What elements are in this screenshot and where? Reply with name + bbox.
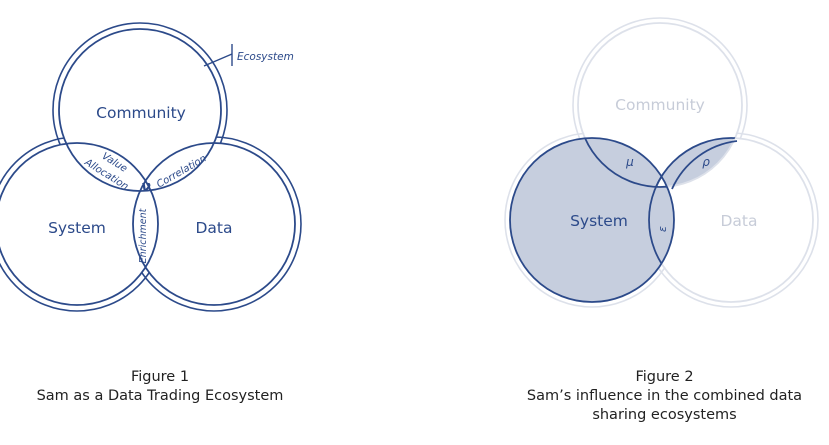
figure-1 [0,22,302,312]
enrichment-label: Enrichment [138,207,149,263]
figure-2-title: Figure 2 [635,369,694,385]
mu-symbol: μ [625,155,634,169]
ecosystem-leader-line [203,53,233,67]
figure-1-description: Sam as a Data Trading Ecosystem [36,388,284,404]
data-circle [132,142,296,306]
community-data-lens-outline [671,140,738,190]
figure-2-description-line1: Sam’s influence in the combined data [526,388,803,404]
system-circle [0,142,159,306]
figure-2 [504,17,819,308]
system-filled-region [510,138,674,302]
data-label-2: Data [720,212,757,230]
epsilon-symbol: ε [656,226,669,232]
community-label: Community [96,104,186,122]
system-label: System [48,219,106,237]
figure-2-description-line2: sharing ecosystems [592,407,737,423]
figure-1-title: Figure 1 [130,369,190,385]
ecosystem-label: Ecosystem [237,51,294,63]
figure-2-caption: Figure 2 Sam’s influence in the combined… [500,368,829,425]
system-label-2: System [570,212,628,230]
community-data-filled-region [649,138,742,187]
data-label: Data [195,219,232,237]
center-nu-symbol: ν [141,179,151,195]
rho-symbol: ρ [702,155,710,169]
community-label-2: Community [615,96,705,114]
system-circle-2 [509,137,675,303]
figure-1-caption: Figure 1 Sam as a Data Trading Ecosystem [0,368,320,406]
